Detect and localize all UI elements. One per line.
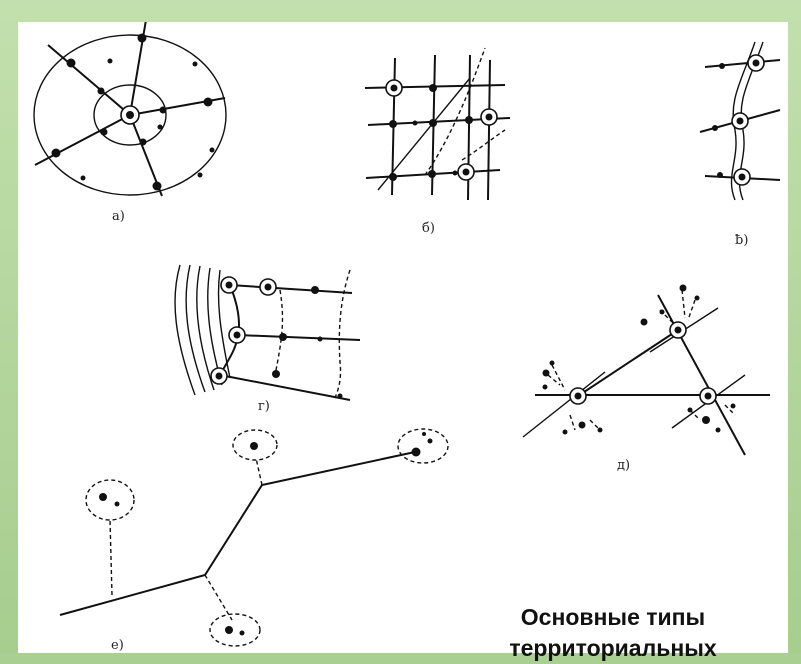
scheme-d-nodal	[522, 284, 770, 456]
caption-line-1: Основные типы	[520, 604, 706, 630]
label-b: б)	[422, 221, 435, 236]
label-v: ƀ)	[735, 233, 748, 248]
scheme-b-grid	[364, 47, 511, 201]
caption: Основные типы территориальных	[448, 602, 778, 664]
label-d: д)	[617, 458, 630, 473]
label-g: г)	[258, 399, 270, 414]
label-a: a)	[112, 209, 125, 224]
scheme-a-radial	[33, 22, 227, 197]
scheme-g-coastal	[174, 264, 361, 401]
scheme-v-linear	[699, 41, 781, 201]
diagram-panel: a) б) ƀ) г) д) е) Основные типы территор…	[18, 22, 788, 661]
label-e: е)	[111, 638, 124, 653]
caption-line-2: территориальных	[509, 635, 717, 661]
scheme-e-dispersed	[59, 428, 449, 647]
settlement-types-diagram: a) б) ƀ) г) д) е)	[33, 22, 781, 653]
